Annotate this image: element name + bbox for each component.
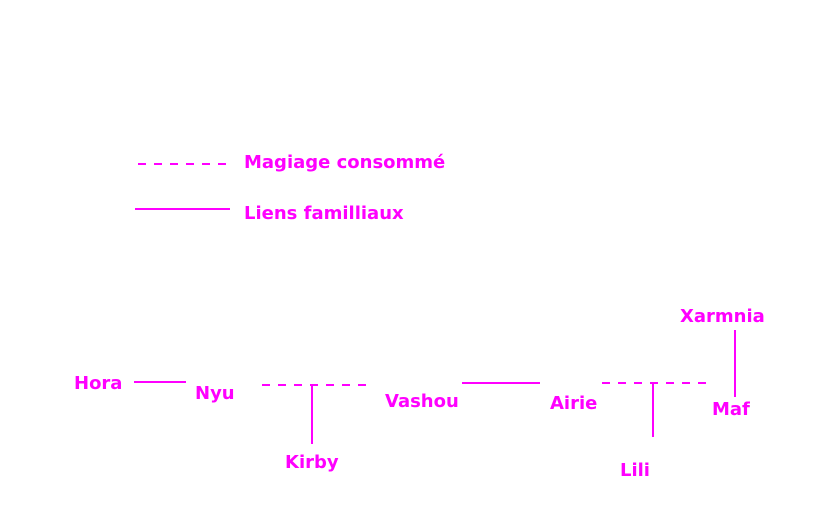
person-nyu: Nyu xyxy=(195,383,235,404)
person-xarmnia: Xarmnia xyxy=(680,306,765,327)
person-hora: Hora xyxy=(74,373,123,394)
legend-solid-label: Liens familliaux xyxy=(244,203,404,224)
person-lili: Lili xyxy=(620,460,650,481)
person-airie: Airie xyxy=(550,393,598,414)
person-vashou: Vashou xyxy=(385,391,459,412)
person-kirby: Kirby xyxy=(285,452,339,473)
legend-dashed-label: Magiage consommé xyxy=(244,152,446,173)
person-maf: Maf xyxy=(712,399,750,420)
